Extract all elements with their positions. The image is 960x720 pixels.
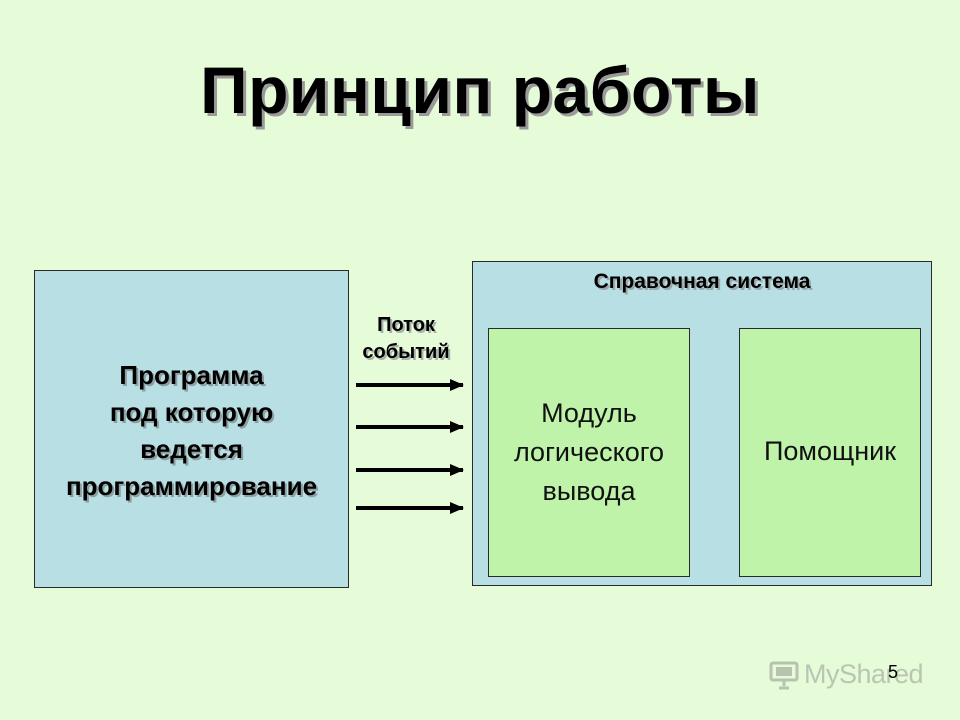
event-flow-label: Поток событий bbox=[362, 314, 450, 363]
help-system-title: Справочная система bbox=[593, 270, 811, 293]
program-text: Программа под которую ведется программир… bbox=[65, 360, 318, 501]
presentation-board-icon bbox=[769, 661, 799, 690]
helper-box: Помощник bbox=[739, 328, 921, 577]
page-number: 5 bbox=[888, 662, 899, 682]
slide-title: Принцип работы bbox=[200, 53, 760, 127]
inference-module-text: Модуль логического вывода bbox=[514, 398, 664, 506]
program-box: Программа под которую ведется программир… bbox=[34, 270, 349, 588]
myshared-watermark: MyShared bbox=[768, 656, 928, 696]
helper-text: Помощник bbox=[763, 436, 897, 466]
event-flow-arrows bbox=[356, 379, 464, 514]
help-system-box: Справочная система Модуль логического вы… bbox=[472, 261, 932, 586]
watermark-text: MyShared bbox=[804, 659, 924, 689]
inference-module-box: Модуль логического вывода bbox=[488, 328, 690, 577]
